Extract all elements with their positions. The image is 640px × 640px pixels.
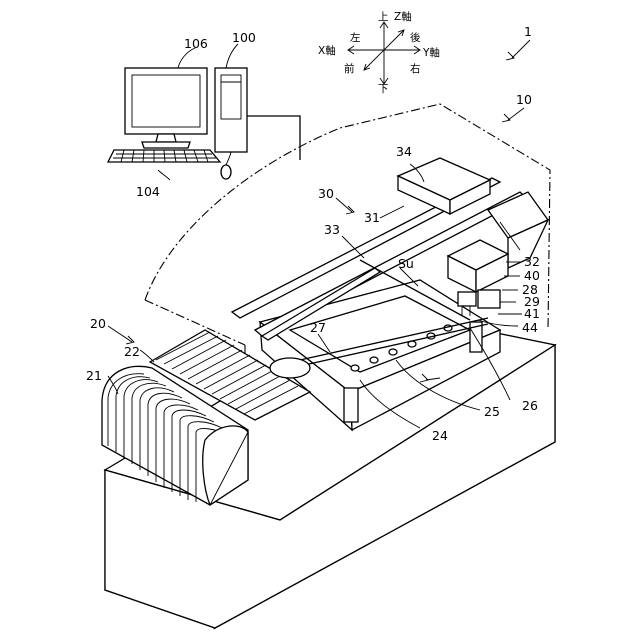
axis-y-label: Y軸 [422,46,440,59]
monitor-stand [156,134,176,142]
label-20: 20 [90,316,106,331]
label-32: 32 [524,254,540,269]
axis-down-label: 下 [378,83,389,95]
axis-z-label: Z軸 [394,10,412,23]
label-30: 30 [318,186,334,201]
axis-left-label: 左 [350,31,361,44]
label-22: 22 [124,344,140,359]
axis-right-label: 右 [410,62,421,75]
label-su: Su [398,256,414,271]
axis-x-label: X軸 [318,44,336,57]
label-40: 40 [524,268,540,283]
direction-compass: 上 Z軸 左 後 X軸 Y軸 前 右 下 [318,10,440,95]
label-10: 10 [516,92,532,107]
computer-terminal [108,68,300,179]
label-26: 26 [522,398,538,413]
mouse [221,165,231,179]
connection-cable [247,116,300,160]
label-21: 21 [86,368,102,383]
label-27: 27 [310,320,326,335]
axis-up-label: 上 [378,11,389,23]
label-1: 1 [524,24,532,39]
head-unit-34 [398,158,490,214]
monitor [125,68,207,134]
label-104: 104 [136,184,160,199]
label-34: 34 [396,144,412,159]
label-24: 24 [432,428,448,443]
label-44: 44 [522,320,538,335]
label-25: 25 [484,404,500,419]
axis-back-label: 後 [410,31,421,44]
label-106: 106 [184,36,208,51]
label-41: 41 [524,306,540,321]
wafer-chuck-27 [270,358,310,378]
label-31: 31 [364,210,380,225]
axis-front-label: 前 [344,62,355,75]
label-33: 33 [324,222,340,237]
computer-tower [215,68,247,152]
label-100: 100 [232,30,256,45]
